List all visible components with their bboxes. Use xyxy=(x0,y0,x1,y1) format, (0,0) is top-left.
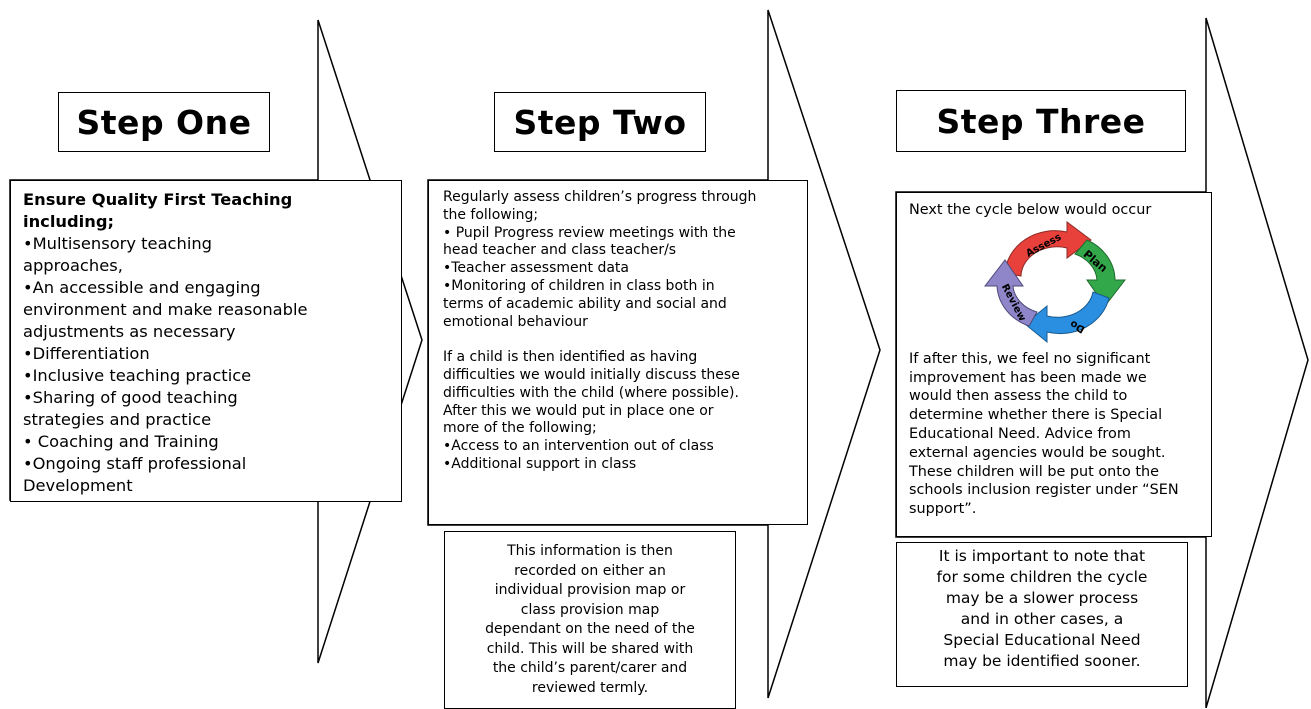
step-three-note-line: may be identified sooner. xyxy=(943,652,1141,670)
cycle-arrow-do xyxy=(1024,291,1110,344)
step-two-line: Regularly assess children’s progress thr… xyxy=(443,189,757,205)
step-two-note-line: child. This will be shared with xyxy=(486,640,694,657)
step-two-line: • Pupil Progress review meetings with th… xyxy=(443,224,736,241)
step-three-note-line: may be a slower process xyxy=(945,589,1139,607)
step-one-line: •Differentiation xyxy=(23,344,150,363)
cycle-arrow-review xyxy=(983,259,1038,327)
step-three-line: support”. xyxy=(909,501,977,518)
step-two-title: Step Two xyxy=(494,92,706,152)
step-three-line: determine whether there is Special xyxy=(909,407,1163,424)
step-one-line: • Coaching and Training xyxy=(23,432,219,451)
step-one-line: •Multisensory teaching xyxy=(23,234,212,253)
step-two-line: the following; xyxy=(443,206,539,223)
step-one-line: •Sharing of good teaching xyxy=(23,388,238,407)
step-one-line: strategies and practice xyxy=(23,410,212,429)
step-three-line: Educational Need. Advice from xyxy=(909,425,1131,442)
step-one-heading-line: including; xyxy=(23,212,114,231)
step-two-note: This information is then recorded on eit… xyxy=(444,531,736,709)
step-three-note: It is important to note that for some ch… xyxy=(896,542,1188,687)
step-three-line: would then assess the child to xyxy=(909,388,1128,405)
step-one-heading-line: Ensure Quality First Teaching xyxy=(23,190,293,209)
step-three-text-block: If after this, we feel no significant im… xyxy=(909,350,1199,519)
step-two-note-line: recorded on either an xyxy=(514,562,666,579)
step-one-title: Step One xyxy=(58,92,270,152)
step-two-line: •Teacher assessment data xyxy=(443,260,629,277)
step-three-body: Next the cycle below would occur If afte… xyxy=(896,192,1212,537)
step-two-line: emotional behaviour xyxy=(443,313,588,330)
cycle-arrow-assess xyxy=(1004,221,1092,277)
step-two-line: more of the following; xyxy=(443,420,597,437)
step-two-note-line: individual provision map or xyxy=(494,582,686,598)
step-two-line: •Monitoring of children in class both in xyxy=(443,277,715,294)
step-two-line: head teacher and class teacher/s xyxy=(443,242,677,259)
step-two-note-line: This information is then xyxy=(507,543,673,559)
step-two-note-line: dependant on the need of the xyxy=(485,621,695,637)
step-three-title: Step Three xyxy=(896,90,1186,152)
step-two-line: After this we would put in place one or xyxy=(443,402,714,419)
paragraph-gap xyxy=(443,331,793,349)
step-two-body: Regularly assess children’s progress thr… xyxy=(428,180,808,525)
step-two-line: difficulties with the child (where possi… xyxy=(443,384,739,401)
step-two-note-line: reviewed termly. xyxy=(531,679,649,696)
assess-plan-do-review-cycle: Assess Plan Do Review xyxy=(983,221,1127,344)
step-one-line: environment and make reasonable xyxy=(23,300,308,319)
step-two-line: difficulties we would initially discuss … xyxy=(443,366,740,383)
step-three-line: improvement has been made we xyxy=(909,369,1147,386)
step-one-line: •Ongoing staff professional xyxy=(23,454,247,473)
step-three-intro: Next the cycle below would occur xyxy=(909,202,1152,218)
step-one-line: approaches, xyxy=(23,256,123,275)
step-three-line: If after this, we feel no significant xyxy=(909,350,1151,367)
step-three-note-line: and in other cases, a xyxy=(960,610,1124,628)
step-two-line: •Additional support in class xyxy=(443,455,637,472)
step-two-line: •Access to an intervention out of class xyxy=(443,438,714,455)
step-two-note-line: class provision map xyxy=(520,601,660,618)
step-one-line: Development xyxy=(23,476,133,495)
step-two-note-line: the child’s parent/carer and xyxy=(492,660,688,676)
step-two-line: If a child is then identified as having xyxy=(443,349,698,366)
step-one-line: •An accessible and engaging xyxy=(23,278,261,297)
step-one-line: •Inclusive teaching practice xyxy=(23,366,252,385)
step-three-line: schools inclusion register under “SEN xyxy=(909,482,1179,499)
step-three-line: These children will be put onto the xyxy=(909,463,1159,480)
step-three-note-line: Special Educational Need xyxy=(943,631,1141,649)
step-three-note-line: It is important to note that xyxy=(938,547,1146,565)
step-one-body: Ensure Quality First Teaching including;… xyxy=(10,180,402,502)
step-two-line: terms of academic ability and social and xyxy=(443,295,727,312)
step-three-note-line: for some children the cycle xyxy=(936,568,1148,586)
step-three-line: external agencies would be sought. xyxy=(909,444,1166,461)
step-one-line: adjustments as necessary xyxy=(23,322,236,341)
